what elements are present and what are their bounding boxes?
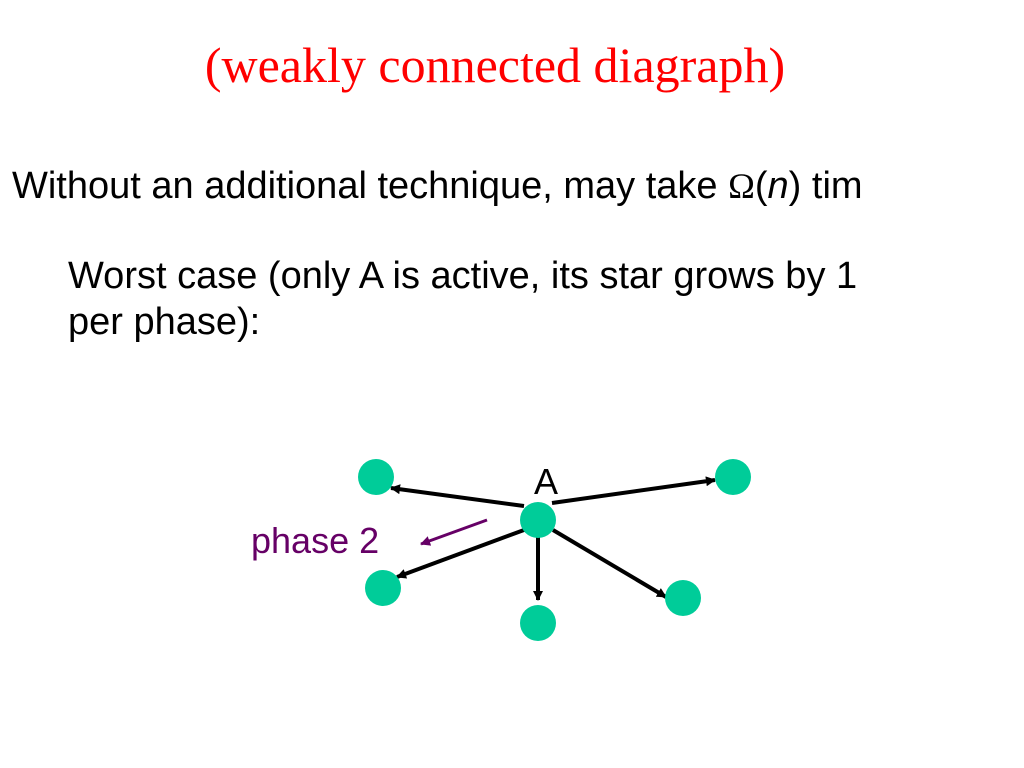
- edge-to-bottom-right: [551, 528, 668, 599]
- node-bottom-left: [365, 570, 401, 606]
- statement-variable: n: [767, 165, 789, 207]
- worst-case-text: Worst case (only A is active, its star g…: [68, 254, 1024, 345]
- node-bottom-right: [665, 580, 701, 616]
- worst-case-line-1: Worst case (only A is active, its star g…: [68, 255, 858, 297]
- statement-open-paren: (: [754, 165, 768, 207]
- node-top-left: [358, 459, 394, 495]
- statement-prefix: Without an additional technique, may tak…: [12, 165, 729, 207]
- statement-text: Without an additional technique, may tak…: [12, 164, 863, 210]
- statement-suffix: ) tim: [788, 165, 863, 207]
- edge-to-bottom-left: [396, 528, 525, 579]
- phase-label: phase 2: [251, 520, 379, 561]
- edge-to-top-right: [551, 476, 716, 505]
- edge-to-top-left: [390, 484, 525, 508]
- hub-label: A: [534, 461, 558, 502]
- node-hub-a: [520, 502, 556, 538]
- node-bottom: [520, 605, 556, 641]
- omega-symbol: Ω: [728, 166, 755, 206]
- worst-case-line-2: per phase):: [68, 300, 261, 343]
- node-top-right: [715, 459, 751, 495]
- phase-2-arrow: [420, 518, 488, 546]
- slide-title: (weakly connected diagraph): [204, 37, 786, 93]
